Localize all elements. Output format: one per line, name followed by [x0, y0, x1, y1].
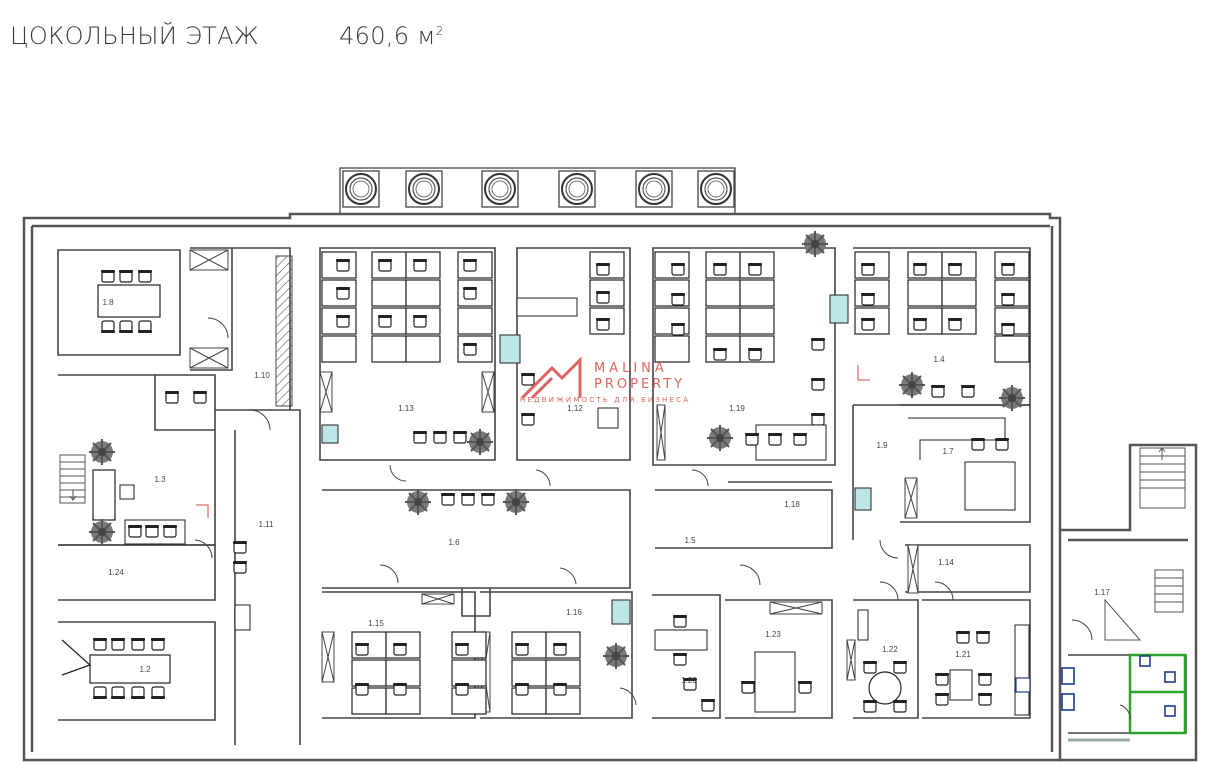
room-label: 1.21 [955, 650, 971, 659]
floor-header: ЦОКОЛЬНЫЙ ЭТАЖ 460,6 м2 [10, 22, 444, 54]
room-label: 1.2 [139, 665, 151, 674]
room-label: 1.5 [684, 536, 696, 545]
brand-name-line-2: PROPERTY [594, 377, 685, 392]
brand-watermark: MALINA PROPERTY НЕДВИЖИМОСТЬ ДЛЯ БИЗНЕСА [520, 356, 690, 404]
desk-cluster-2 [516, 251, 625, 429]
small-office-furniture [654, 609, 1031, 716]
floor-area-unit: 2 [435, 24, 444, 38]
section-marks [196, 365, 870, 518]
desk-cluster-1 [321, 251, 521, 444]
room-label: 1.12 [567, 404, 583, 413]
room-label: 1.10 [254, 371, 270, 380]
room-label: 1.11 [259, 520, 275, 529]
room-label: 1.14 [938, 558, 954, 567]
brand-name-line-1: MALINA [594, 361, 668, 376]
room-label: 1.19 [729, 404, 745, 413]
floor-title: ЦОКОЛЬНЫЙ ЭТАЖ [10, 22, 260, 50]
floor-area: 460,6 м2 [339, 22, 443, 50]
room-label: 1.17 [1094, 588, 1110, 597]
meeting-table-top-left [97, 269, 161, 334]
room-label: 1.20 [681, 676, 697, 685]
desk-cluster-3 [654, 251, 849, 461]
meeting-table-bottom-left [61, 637, 171, 700]
room-label: 1.18 [784, 500, 800, 509]
room-label: 1.9 [876, 441, 888, 450]
room-label: 1.16 [566, 608, 582, 617]
room-label: 1.4 [933, 355, 945, 364]
room-label: 1.24 [108, 568, 124, 577]
door-swings [194, 317, 1131, 721]
brand-tagline: НЕДВИЖИМОСТЬ ДЛЯ БИЗНЕСА [520, 396, 690, 404]
restroom-block [1061, 653, 1187, 742]
room-label: 1.15 [368, 619, 384, 628]
room-label: 1.6 [448, 538, 460, 547]
desk-cluster-4 [854, 251, 1030, 511]
room-label: 1.13 [398, 404, 414, 413]
room-label: 1.8 [102, 298, 114, 307]
light-wells [339, 167, 736, 215]
floor-area-value: 460,6 м [339, 22, 436, 50]
outer-walls [22, 212, 1198, 762]
room-label: 1.22 [882, 645, 898, 654]
desk-cluster-5 [351, 631, 487, 715]
room-label: 1.3 [154, 475, 166, 484]
lounge-furniture [92, 390, 208, 545]
room-label: 1.7 [942, 447, 954, 456]
desk-cluster-6 [511, 599, 631, 715]
hatched-shaft [275, 255, 293, 407]
room-label: 1.23 [765, 630, 781, 639]
corridor-seating [232, 492, 496, 631]
room-labels: 1.8 1.10 1.3 1.11 1.24 1.2 1.13 1.12 1.1… [102, 298, 1110, 685]
staircases [59, 447, 1186, 641]
